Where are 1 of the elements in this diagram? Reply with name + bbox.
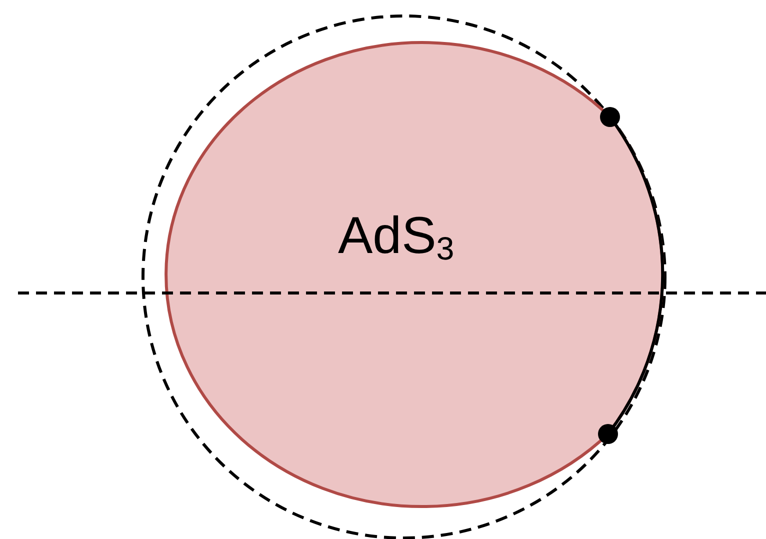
region-label: AdS$_{3}$: [338, 210, 454, 265]
